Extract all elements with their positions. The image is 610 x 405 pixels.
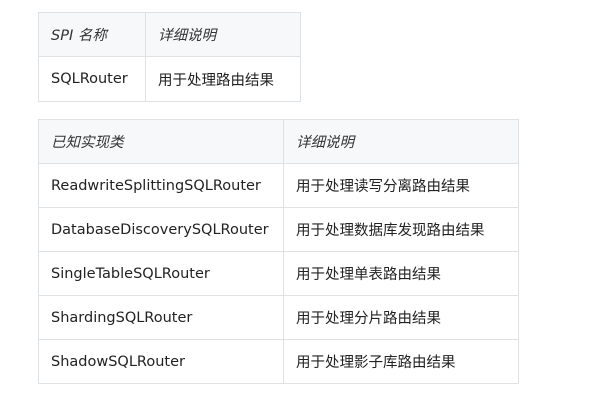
table-row: ShardingSQLRouter 用于处理分片路由结果 [38, 295, 519, 340]
class-name-cell: SingleTableSQLRouter [38, 251, 284, 296]
column-header-spi-name: SPI 名称 [38, 12, 146, 57]
table-row: ReadwriteSplittingSQLRouter 用于处理读写分离路由结果 [38, 163, 519, 208]
description-cell: 用于处理路由结果 [145, 56, 301, 102]
description-cell: 用于处理单表路由结果 [283, 251, 519, 296]
class-name-cell: ShadowSQLRouter [38, 339, 284, 384]
spi-table: SPI 名称 详细说明 SQLRouter 用于处理路由结果 [38, 12, 301, 102]
class-name-cell: DatabaseDiscoverySQLRouter [38, 207, 284, 252]
column-header-description: 详细说明 [283, 119, 519, 164]
table-row: SQLRouter 用于处理路由结果 [38, 56, 301, 102]
class-name-cell: ReadwriteSplittingSQLRouter [38, 163, 284, 208]
description-cell: 用于处理影子库路由结果 [283, 339, 519, 384]
table-row: SingleTableSQLRouter 用于处理单表路由结果 [38, 251, 519, 296]
implementation-table: 已知实现类 详细说明 ReadwriteSplittingSQLRouter 用… [38, 119, 519, 384]
description-cell: 用于处理读写分离路由结果 [283, 163, 519, 208]
column-header-implementation-class: 已知实现类 [38, 119, 284, 164]
class-name-cell: ShardingSQLRouter [38, 295, 284, 340]
table-row: DatabaseDiscoverySQLRouter 用于处理数据库发现路由结果 [38, 207, 519, 252]
description-cell: 用于处理分片路由结果 [283, 295, 519, 340]
column-header-description: 详细说明 [145, 12, 301, 57]
description-cell: 用于处理数据库发现路由结果 [283, 207, 519, 252]
spi-name-cell: SQLRouter [38, 56, 146, 102]
table-row: ShadowSQLRouter 用于处理影子库路由结果 [38, 339, 519, 384]
table-header-row: SPI 名称 详细说明 [38, 12, 301, 57]
table-header-row: 已知实现类 详细说明 [38, 119, 519, 164]
